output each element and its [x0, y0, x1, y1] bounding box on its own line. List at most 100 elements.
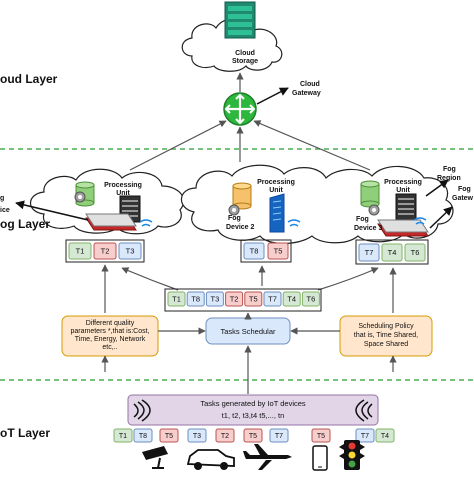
task-chip	[243, 242, 265, 260]
quality-text-3: Time, Energy, Network	[75, 336, 146, 343]
iot-layer-label: oT Layer	[0, 426, 51, 440]
task-chip-label: T7	[268, 295, 277, 304]
quality-text-1: Different quality	[86, 320, 135, 327]
task-chip-label: T5	[165, 433, 173, 440]
fog-gateway-pointer-arrow	[429, 206, 453, 229]
quality-text-4: etc,..	[102, 344, 117, 351]
task-chip	[244, 291, 263, 307]
task-chip-label: T2	[101, 247, 110, 256]
fog-router-device-icon	[377, 219, 429, 237]
task-chip	[215, 428, 235, 443]
task-chip-label: T7	[365, 248, 374, 257]
cloud-storage-label-1: Cloud	[235, 50, 255, 57]
central-to-right-queue-arrow	[317, 267, 379, 291]
central-queue-frame	[164, 288, 322, 312]
task-chip-label: T3	[126, 247, 135, 256]
left-device-pointer-arrow	[15, 200, 89, 221]
task-chip-label: T5	[249, 433, 257, 440]
fog-region-pointer-arrow	[425, 179, 449, 197]
task-chip	[118, 242, 142, 260]
task-chip	[205, 291, 224, 307]
task-chip	[355, 428, 375, 443]
scheduling-policy-box	[339, 315, 433, 357]
right-queue-frame	[355, 239, 429, 265]
task-chip	[381, 243, 403, 262]
signal-icon	[133, 399, 151, 422]
right-unit-label-1: Processing	[384, 179, 422, 186]
task-chip-label: T5	[317, 433, 325, 440]
task-chip	[93, 242, 117, 260]
task-chip-label: T1	[76, 247, 85, 256]
task-chip-label: T1	[119, 433, 127, 440]
task-chip-label: T4	[381, 433, 389, 440]
middle-device-label-1: Fog	[228, 215, 241, 222]
task-chip-label: T2	[221, 433, 229, 440]
task-chip	[263, 291, 282, 307]
fog-cloud-left	[29, 168, 185, 235]
server-rack-icon	[224, 1, 256, 39]
fog-region-label-1: Fog	[443, 166, 456, 173]
fog-router-device-icon	[85, 213, 137, 231]
fog-gateway-label-2: Gatew	[452, 195, 474, 202]
cloud-storage-node: Cloud Storage	[181, 1, 283, 72]
task-chip	[68, 242, 92, 260]
tasks-scheduler-label: Tasks Schedular	[220, 327, 276, 336]
fog-gateway-label-1: Fog	[458, 186, 471, 193]
central-to-left-queue-arrow	[121, 267, 179, 291]
middle-device-label-2: Device 2	[226, 224, 255, 231]
task-chip	[375, 428, 395, 443]
middle-unit-label-1: Processing	[257, 179, 295, 186]
cloud-storage-label-2: Storage	[232, 58, 258, 65]
fog-region-label-2: Region	[437, 175, 461, 182]
task-chip-label: T8	[250, 247, 259, 256]
middle-queue-frame	[240, 239, 292, 263]
left-unit-label-1: Processing	[104, 182, 142, 189]
car-icon	[186, 449, 235, 470]
left-task-queue: T1 T2 T3	[68, 242, 142, 260]
policy-text-1: Scheduling Policy	[358, 323, 414, 330]
left-queue-frame	[65, 239, 145, 263]
middle-unit-label-2: Unit	[269, 187, 283, 194]
right-device-label-2: Device 3	[354, 225, 383, 232]
task-chip	[187, 428, 207, 443]
task-chip-label: T4	[287, 295, 296, 304]
task-chip	[167, 291, 186, 307]
gear-icon	[228, 204, 240, 216]
task-chip-label: T7	[275, 433, 283, 440]
cloud-gateway-label-2: Gateway	[292, 90, 321, 97]
iot-tasks-box	[127, 394, 379, 426]
task-chip	[267, 242, 289, 260]
gateway-pointer-arrow	[256, 87, 289, 105]
building-icon	[269, 193, 285, 233]
server-icon	[395, 193, 417, 221]
fog3-to-gateway-arrow	[253, 120, 371, 171]
middle-task-queue: T8 T5	[243, 242, 289, 260]
policy-text-2: that is, Time Shared,	[354, 332, 418, 339]
task-chip-label: T7	[361, 433, 369, 440]
cloud-shape-top	[181, 17, 283, 72]
task-chip-label: T3	[211, 295, 220, 304]
cloud-layer-label: oud Layer	[0, 72, 58, 86]
wifi-icon	[287, 219, 301, 227]
task-chip	[113, 428, 133, 443]
right-device-label-1: Fog	[356, 216, 369, 223]
airplane-icon	[243, 444, 292, 470]
traffic-light-icon	[339, 440, 365, 470]
signal-icon	[355, 399, 373, 422]
cloud-gateway-label-1: Cloud	[300, 81, 320, 88]
router-icon	[223, 92, 257, 126]
task-chip	[225, 291, 244, 307]
task-chip	[301, 291, 320, 307]
task-chip	[311, 428, 331, 443]
task-chip-label: T1	[172, 295, 181, 304]
task-chip-label: T2	[230, 295, 239, 304]
iot-tasks-title: Tasks generated by IoT devices	[200, 399, 306, 408]
task-chip	[159, 428, 179, 443]
task-chip	[133, 428, 153, 443]
quality-parameters-box	[61, 315, 159, 357]
task-chip-label: T5	[274, 247, 283, 256]
